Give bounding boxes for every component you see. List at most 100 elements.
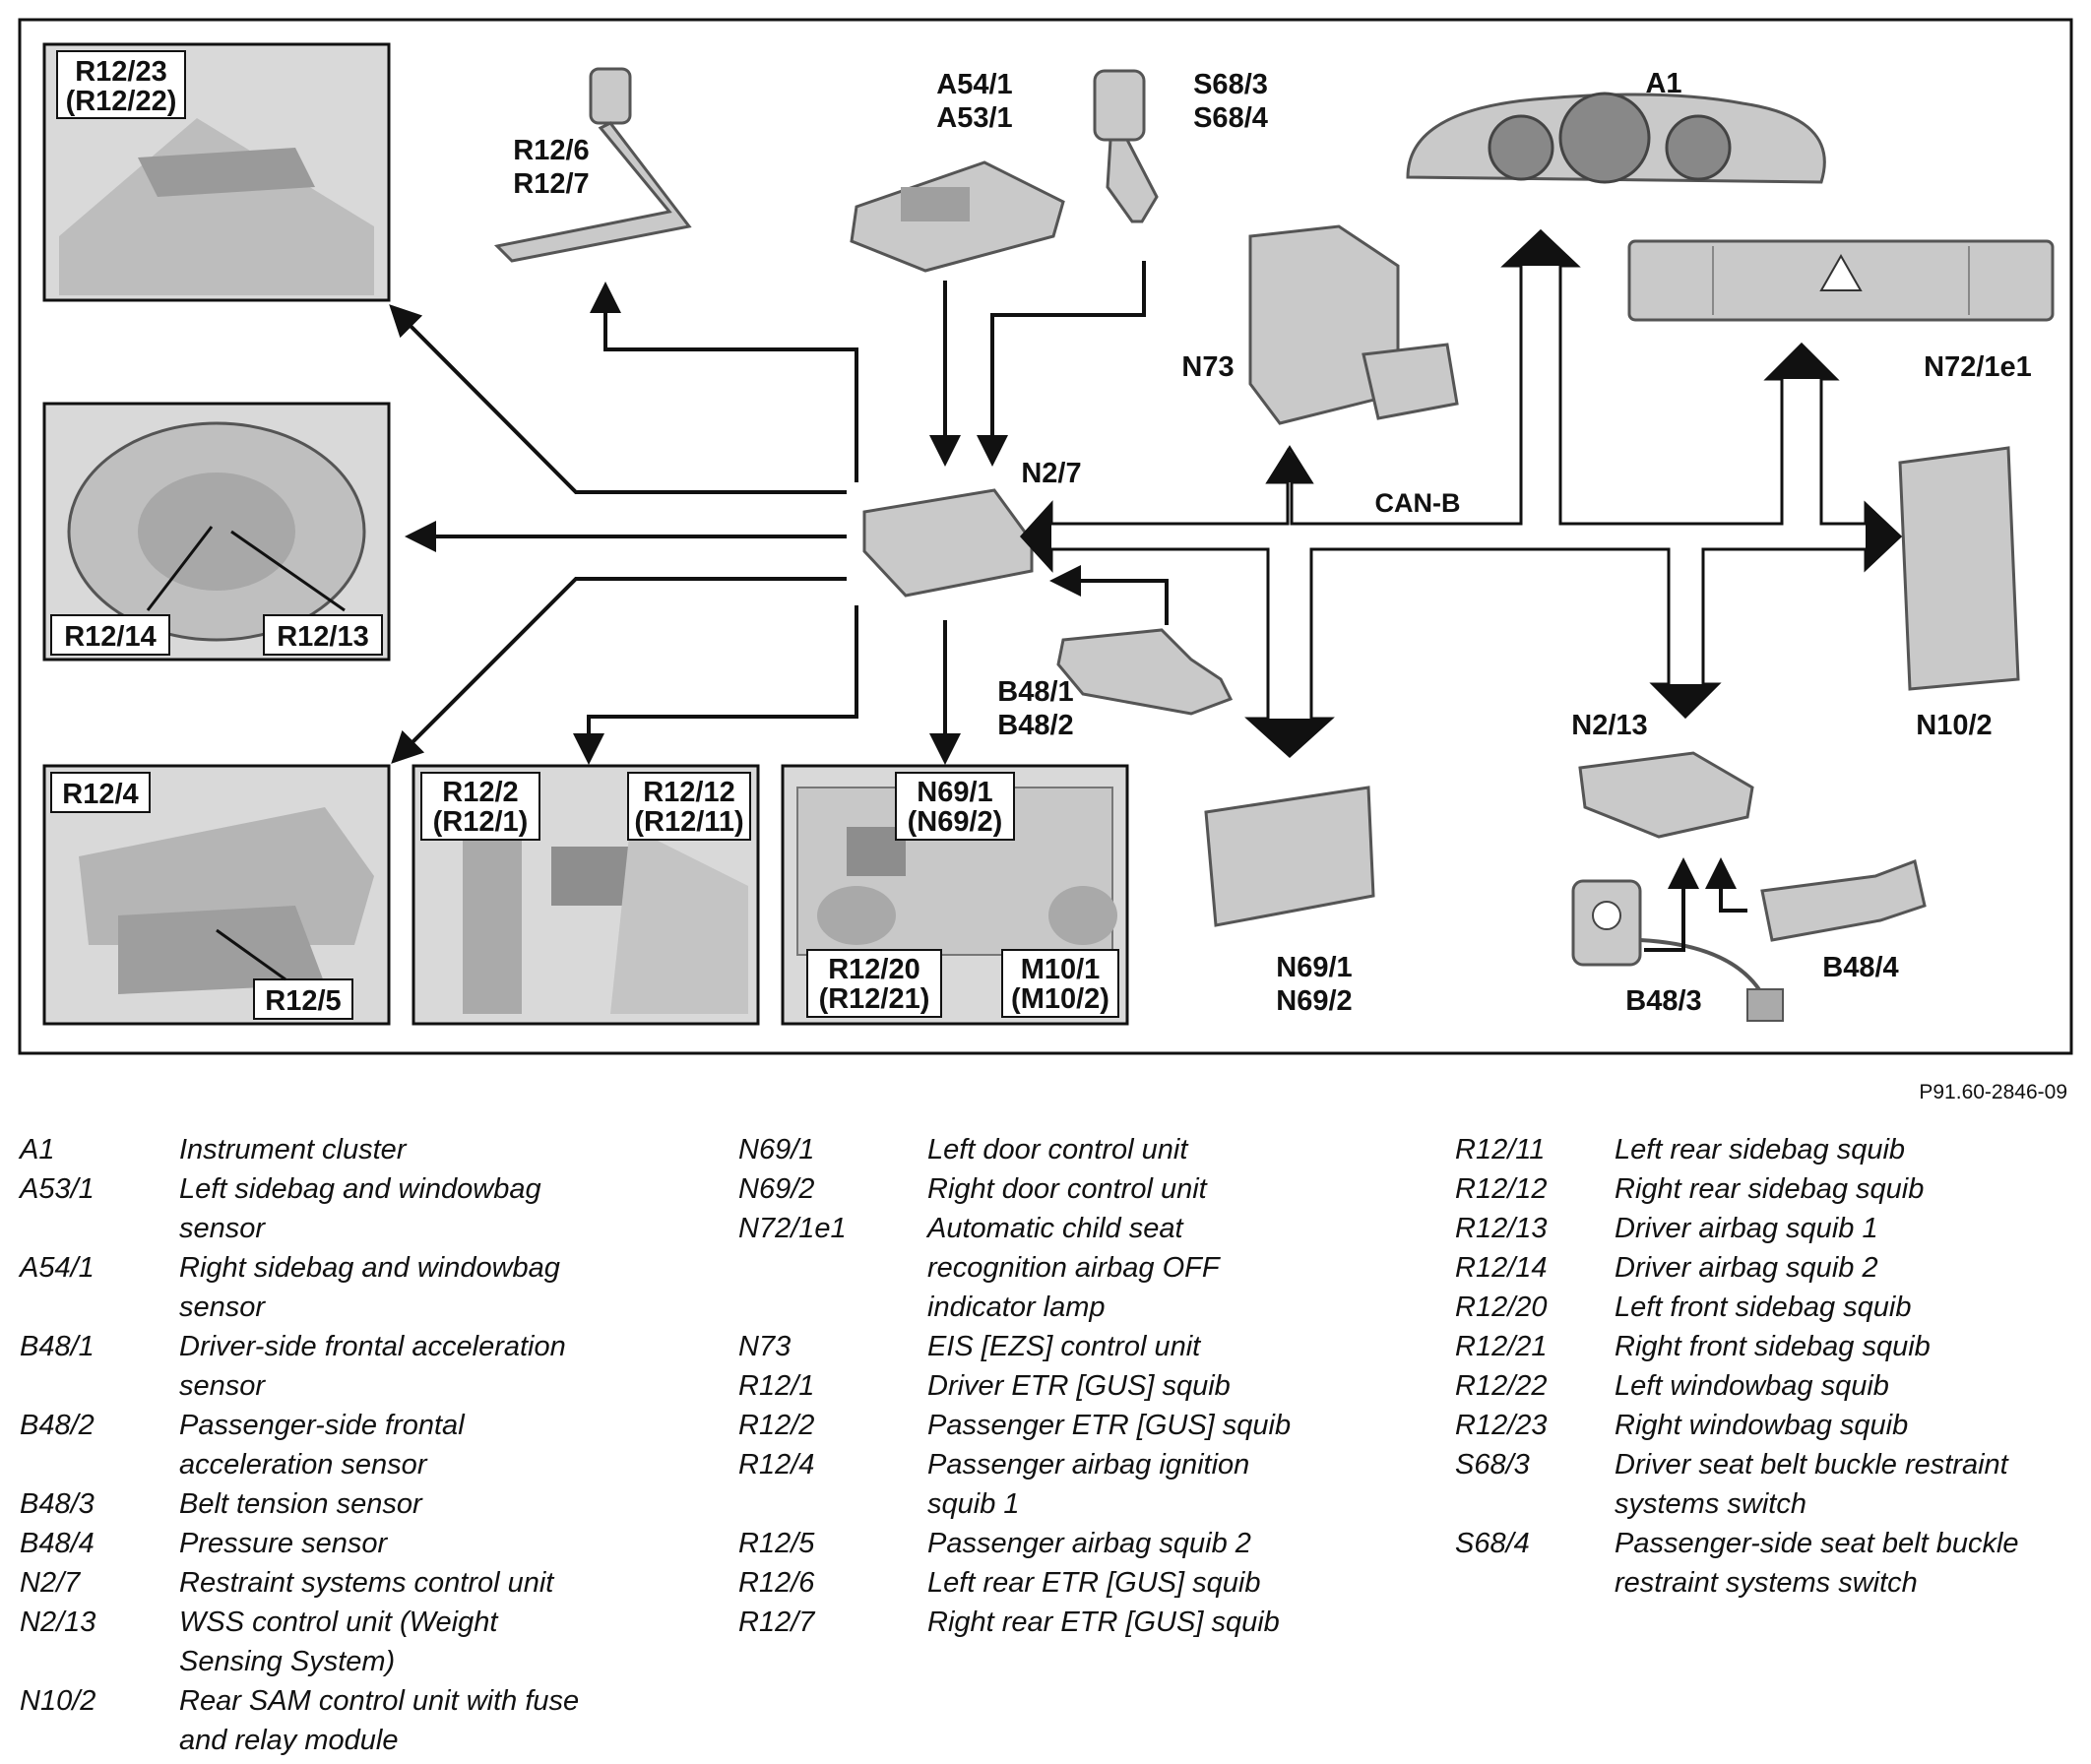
legend-description-line: Right sidebag and windowbag bbox=[179, 1252, 560, 1284]
label-r12-7: R12/7 bbox=[513, 168, 589, 200]
label-r12-20: R12/20 bbox=[828, 954, 920, 985]
legend-code: R12/2 bbox=[738, 1410, 815, 1441]
legend-code: N69/1 bbox=[738, 1134, 815, 1166]
legend-code: R12/23 bbox=[1455, 1410, 1548, 1441]
legend-description: Right windowbag squib bbox=[1615, 1406, 2075, 1445]
component-rear-sam-unit bbox=[1898, 446, 2020, 691]
can-b-bus: CAN-B bbox=[1019, 228, 1903, 759]
inset-door: N69/1 (N69/2) R12/20 (R12/21) M10/1 (M10… bbox=[781, 764, 1129, 1026]
inset-seat-etr: R12/2 (R12/1) R12/12 (R12/11) bbox=[412, 764, 760, 1026]
legend-description-line: Instrument cluster bbox=[179, 1134, 407, 1166]
legend-code: B48/4 bbox=[20, 1528, 95, 1559]
label-r12-23: R12/23 bbox=[75, 56, 167, 88]
legend-code: R12/22 bbox=[1455, 1370, 1548, 1402]
label-n69-2: N69/2 bbox=[1276, 985, 1352, 1017]
label-r12-14: R12/14 bbox=[64, 621, 157, 653]
legend-description-line: Left rear ETR [GUS] squib bbox=[927, 1567, 1261, 1599]
legend-description: Automatic child seat recognition airbag O… bbox=[927, 1209, 1349, 1327]
component-rear-belt-tensioner bbox=[493, 67, 692, 263]
legend-entry: S68/4 Passenger-side seat belt buckle rest… bbox=[1455, 1524, 2075, 1603]
legend-description-line: squib 1 bbox=[927, 1488, 1020, 1520]
figure-reference: P91.60-2846-09 bbox=[1919, 1081, 2067, 1103]
legend-description-line: sensor bbox=[179, 1213, 266, 1244]
label-n2-7: N2/7 bbox=[1021, 458, 1081, 489]
label-r12-11: (R12/11) bbox=[634, 806, 743, 838]
label-b48-4: B48/4 bbox=[1822, 952, 1898, 983]
legend-description-line: Driver airbag squib 2 bbox=[1615, 1252, 1878, 1284]
legend-code: N2/7 bbox=[20, 1567, 81, 1599]
legend-entry: R12/23 Right windowbag squib bbox=[1455, 1406, 2075, 1445]
legend-code: B48/1 bbox=[20, 1331, 95, 1362]
legend-description-line: Pressure sensor bbox=[179, 1528, 388, 1559]
label-b48-3: B48/3 bbox=[1625, 985, 1701, 1017]
legend-description: Right rear sidebag squib bbox=[1615, 1169, 2075, 1209]
legend-description: Right door control unit bbox=[927, 1169, 1349, 1209]
legend-entry: R12/22 Left windowbag squib bbox=[1455, 1366, 2075, 1406]
legend-code: R12/1 bbox=[738, 1370, 815, 1402]
legend-description-line: recognition airbag OFF bbox=[927, 1252, 1220, 1284]
legend-description-line: restraint systems switch bbox=[1615, 1567, 1918, 1599]
legend-code: R12/7 bbox=[738, 1606, 815, 1638]
inset-passenger-airbag: R12/4 R12/5 bbox=[42, 764, 391, 1026]
legend-description: Left door control unit bbox=[927, 1130, 1349, 1169]
legend-description-line: Passenger-side seat belt buckle bbox=[1615, 1528, 2019, 1559]
legend-code: N73 bbox=[738, 1331, 792, 1362]
legend-code: S68/4 bbox=[1455, 1528, 1530, 1559]
legend-code: N2/13 bbox=[20, 1606, 96, 1638]
legend-description-line: indicator lamp bbox=[927, 1292, 1106, 1323]
can-b-label: CAN-B bbox=[1375, 488, 1461, 518]
legend-description-line: Automatic child seat bbox=[927, 1213, 1183, 1244]
wiring bbox=[389, 261, 1747, 952]
label-m10-1: M10/1 bbox=[1021, 954, 1101, 985]
legend-entry: N69/2 Right door control unit bbox=[738, 1169, 1349, 1209]
legend-code: A54/1 bbox=[20, 1252, 95, 1284]
label-r12-12: R12/12 bbox=[643, 777, 735, 808]
legend-description-line: and relay module bbox=[179, 1725, 399, 1756]
legend-description: Driver airbag squib 2 bbox=[1615, 1248, 2075, 1288]
legend-description-line: systems switch bbox=[1615, 1488, 1806, 1520]
legend-entry: R12/2 Passenger ETR [GUS] squib bbox=[738, 1406, 1349, 1445]
legend-description-line: sensor bbox=[179, 1292, 266, 1323]
label-r12-6: R12/6 bbox=[513, 135, 589, 166]
component-belt-buckle-switch bbox=[1093, 69, 1159, 223]
legend-code: A1 bbox=[20, 1134, 55, 1166]
legend-description-line: Left front sidebag squib bbox=[1615, 1292, 1912, 1323]
inset-steering-wheel: R12/14 R12/13 bbox=[42, 402, 391, 662]
inset-r12-23: R12/23 (R12/22) bbox=[42, 42, 391, 302]
component-sidebag-sensor bbox=[850, 160, 1065, 273]
component-instrument-cluster bbox=[1406, 92, 1826, 184]
legend-description-line: Left door control unit bbox=[927, 1134, 1188, 1166]
label-a1: A1 bbox=[1645, 68, 1681, 99]
legend-description-line: Passenger airbag squib 2 bbox=[927, 1528, 1251, 1559]
legend-description-line: Driver-side frontal acceleration bbox=[179, 1331, 566, 1362]
label-s68-3: S68/3 bbox=[1193, 69, 1268, 100]
label-n72-1e1: N72/1e1 bbox=[1924, 351, 2032, 383]
component-airbag-off-lamp-panel bbox=[1627, 239, 2055, 322]
label-r12-21: (R12/21) bbox=[819, 983, 930, 1015]
label-r12-22: (R12/22) bbox=[66, 86, 177, 117]
component-belt-tension-sensor bbox=[1571, 879, 1784, 1022]
legend-description: Left windowbag squib bbox=[1615, 1366, 2075, 1406]
legend-code: N69/2 bbox=[738, 1173, 815, 1205]
legend-description: Passenger ETR [GUS] squib bbox=[927, 1406, 1349, 1445]
label-n73: N73 bbox=[1181, 351, 1234, 383]
legend-description-line: Right rear sidebag squib bbox=[1615, 1173, 1925, 1205]
legend-description: Left front sidebag squib bbox=[1615, 1288, 2075, 1327]
